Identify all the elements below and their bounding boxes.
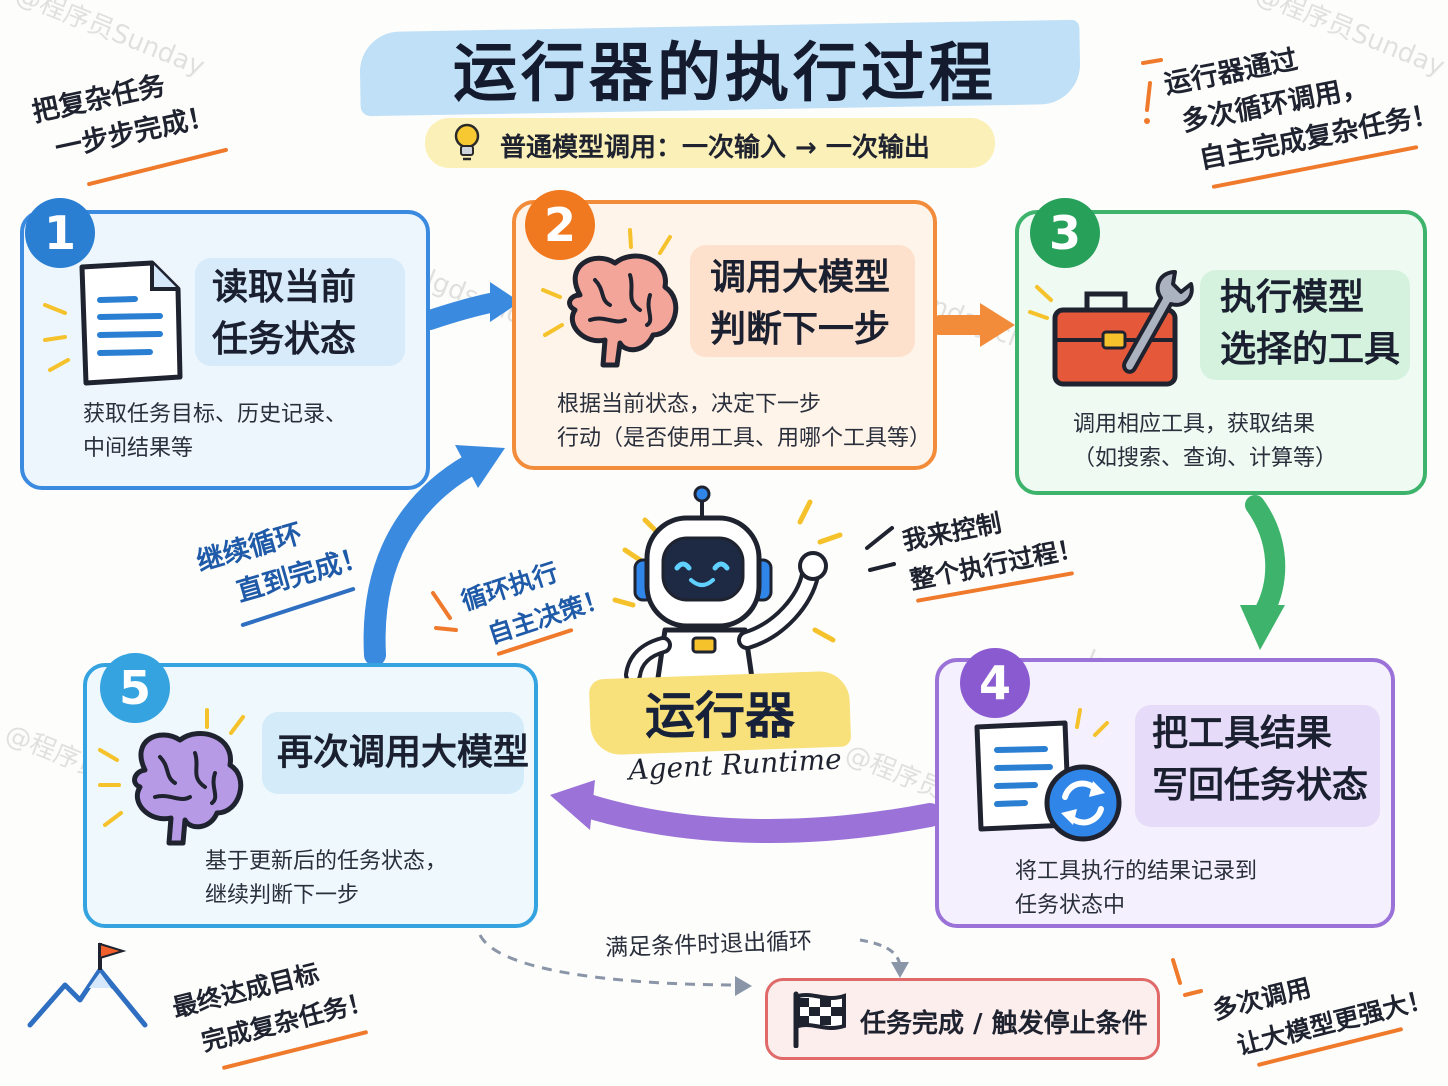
speech-marks-icon	[865, 526, 896, 572]
step-description: 调用相应工具，获取结果 （如搜索、查询、计算等）	[1073, 408, 1337, 476]
step-description: 基于更新后的任务状态， 继续判断下一步	[205, 845, 447, 913]
step-number-badge: 3	[1030, 198, 1100, 268]
toolbox-icon	[1028, 270, 1194, 387]
step-number-badge: 4	[960, 648, 1030, 718]
exclamation-marks-icon	[1141, 58, 1163, 124]
step-title: 执行模型 选择的工具	[1220, 272, 1400, 376]
step-title: 再次调用大模型	[277, 727, 529, 779]
step-title: 把工具结果 写回任务状态	[1152, 708, 1368, 812]
step-desc-line: 根据当前状态，决定下一步	[557, 392, 822, 417]
step-title-highlight	[1135, 705, 1380, 827]
step-title-highlight	[262, 712, 524, 794]
step-title-highlight	[690, 245, 915, 357]
lightbulb-icon	[454, 123, 480, 161]
robot-icon	[612, 485, 843, 685]
emphasis-marks-icon	[431, 591, 458, 632]
step-title: 调用大模型 判断下一步	[710, 252, 890, 356]
step-desc-line: 将工具执行的结果记录到	[1015, 859, 1258, 884]
step-number-badge: 2	[525, 190, 595, 260]
step-number-badge: 1	[25, 198, 95, 268]
step-desc-line: （如搜索、查询、计算等）	[1073, 446, 1338, 471]
brain-icon	[541, 228, 679, 368]
step-desc-line: 任务状态中	[1015, 893, 1126, 918]
step-title-line: 再次调用大模型	[277, 732, 530, 773]
step-title-line: 判断下一步	[710, 309, 891, 350]
step-title-line: 任务状态	[212, 319, 357, 360]
emphasis-marks-icon	[1171, 958, 1203, 997]
step-desc-line: 基于更新后的任务状态，	[205, 849, 448, 874]
step-desc-line: 继续判断下一步	[205, 883, 360, 908]
step-desc-line: 行动（是否使用工具、用哪个工具等）	[557, 426, 932, 451]
step-title-line: 调用大模型	[710, 257, 891, 298]
step-desc-line: 中间结果等	[83, 436, 194, 461]
finish-label: 任务完成 / 触发停止条件	[860, 1009, 1148, 1039]
step-description: 根据当前状态，决定下一步 行动（是否使用工具、用哪个工具等）	[557, 388, 931, 456]
document-sync-icon	[974, 708, 1122, 842]
subtitle: 普通模型调用：一次输入 → 一次输出	[500, 133, 930, 163]
brain-icon	[98, 708, 245, 846]
checkered-flag-icon	[793, 991, 846, 1048]
step-desc-line: 调用相应工具，获取结果	[1073, 412, 1316, 437]
step-description: 将工具执行的结果记录到 任务状态中	[1015, 855, 1257, 923]
step-number-badge: 5	[100, 653, 170, 723]
step-title-line: 执行模型	[1220, 277, 1365, 318]
subtitle-highlight	[425, 118, 995, 168]
mountain-flag-icon	[27, 942, 148, 1028]
step-description: 获取任务目标、历史记录、 中间结果等	[83, 398, 347, 466]
step-title: 读取当前 任务状态	[212, 262, 356, 366]
step-title-line: 选择的工具	[1220, 329, 1401, 370]
step-desc-line: 获取任务目标、历史记录、	[83, 402, 348, 427]
exit-condition-label: 满足条件时退出循环	[604, 928, 813, 962]
document-icon	[43, 260, 183, 386]
step-title-highlight	[195, 258, 405, 366]
step-title-line: 写回任务状态	[1152, 765, 1369, 806]
runtime-label: 运行器	[645, 687, 795, 745]
page-title: 运行器的执行过程	[453, 37, 997, 111]
step-title-highlight	[1200, 270, 1410, 380]
step-title-line: 读取当前	[212, 267, 357, 308]
step-title-line: 把工具结果	[1152, 713, 1333, 754]
